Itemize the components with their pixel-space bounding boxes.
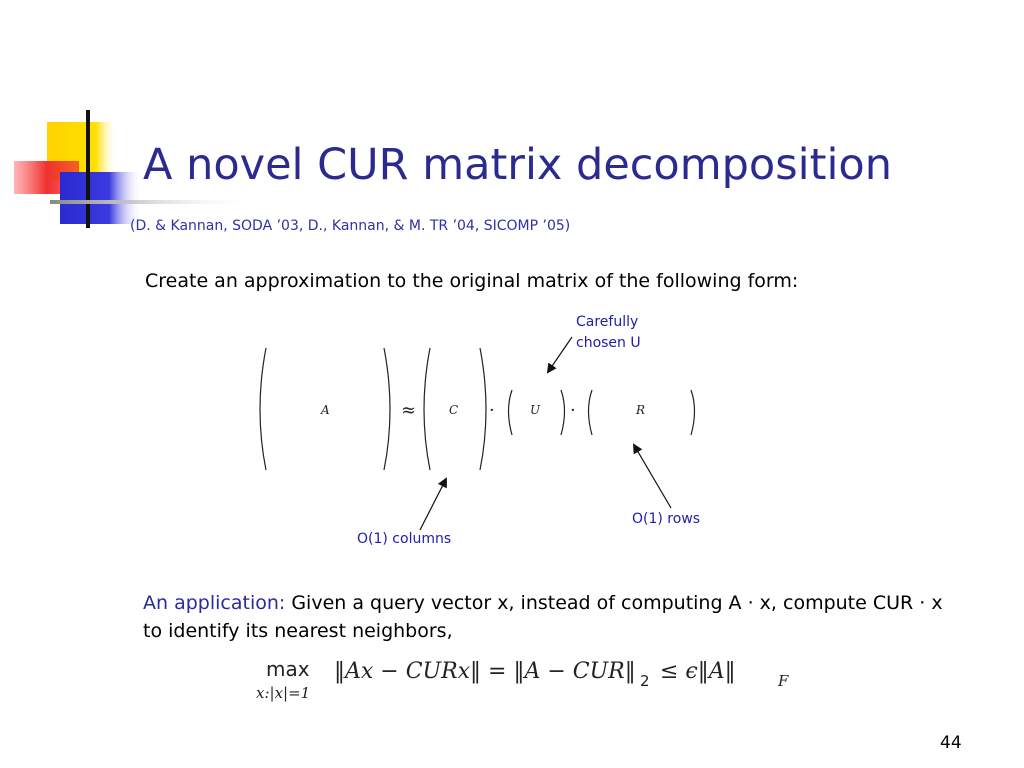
paren-u-right <box>560 389 566 436</box>
cur-diagram: A ≈ C · U · R <box>259 347 696 471</box>
application-paragraph: An application: Given a query vector x, … <box>143 589 963 645</box>
arrow-to-c <box>419 477 447 531</box>
vertical-line <box>86 110 90 228</box>
annotation-u-line2: chosen U <box>576 335 641 351</box>
approx-symbol: ≈ <box>401 400 416 421</box>
paren-r-left <box>587 389 593 436</box>
annotation-u-line1: Carefully <box>576 314 639 330</box>
formula-subscript: x:|x|=1 <box>256 684 310 702</box>
application-label: An application: <box>143 592 286 614</box>
annotation-columns: O(1) columns <box>357 531 452 547</box>
annotation-chosen-u: Carefully chosen U <box>576 312 641 354</box>
paren-r-right <box>690 389 696 436</box>
page-number: 44 <box>940 733 962 753</box>
formula-bound: ≤ ϵ‖A‖ <box>660 659 736 684</box>
paren-c-right <box>479 347 487 471</box>
blue-square <box>60 172 142 224</box>
dot-operator: · <box>489 400 495 421</box>
norm-formula: max x:|x|=1 ‖Ax − CURx‖ = ‖A − CUR‖ 2 ≤ … <box>256 657 789 702</box>
paren-a-left <box>259 347 267 471</box>
slide-title: A novel CUR matrix decomposition <box>143 140 892 190</box>
matrix-u-label: U <box>530 403 541 417</box>
intro-text: Create an approximation to the original … <box>145 270 799 292</box>
matrix-a-label: A <box>320 403 330 417</box>
paren-a-right <box>383 347 391 471</box>
corner-decoration <box>14 110 260 228</box>
horizontal-line <box>50 200 260 204</box>
application-text: Given a query vector x, instead of compu… <box>143 592 943 642</box>
paren-u-left <box>507 389 513 436</box>
formula-expression: ‖Ax − CURx‖ = ‖A − CUR‖ <box>334 659 636 684</box>
matrix-c-label: C <box>449 403 458 417</box>
slide-subtitle: (D. & Kannan, SODA ’03, D., Kannan, & M.… <box>130 218 571 234</box>
paren-c-left <box>423 347 431 471</box>
dot-operator: · <box>570 400 576 421</box>
annotation-rows: O(1) rows <box>632 511 701 527</box>
formula-sub-f: F <box>777 672 789 690</box>
matrix-r-label: R <box>635 403 645 417</box>
formula-max: max <box>266 657 310 681</box>
formula-sub-2: 2 <box>640 672 650 690</box>
